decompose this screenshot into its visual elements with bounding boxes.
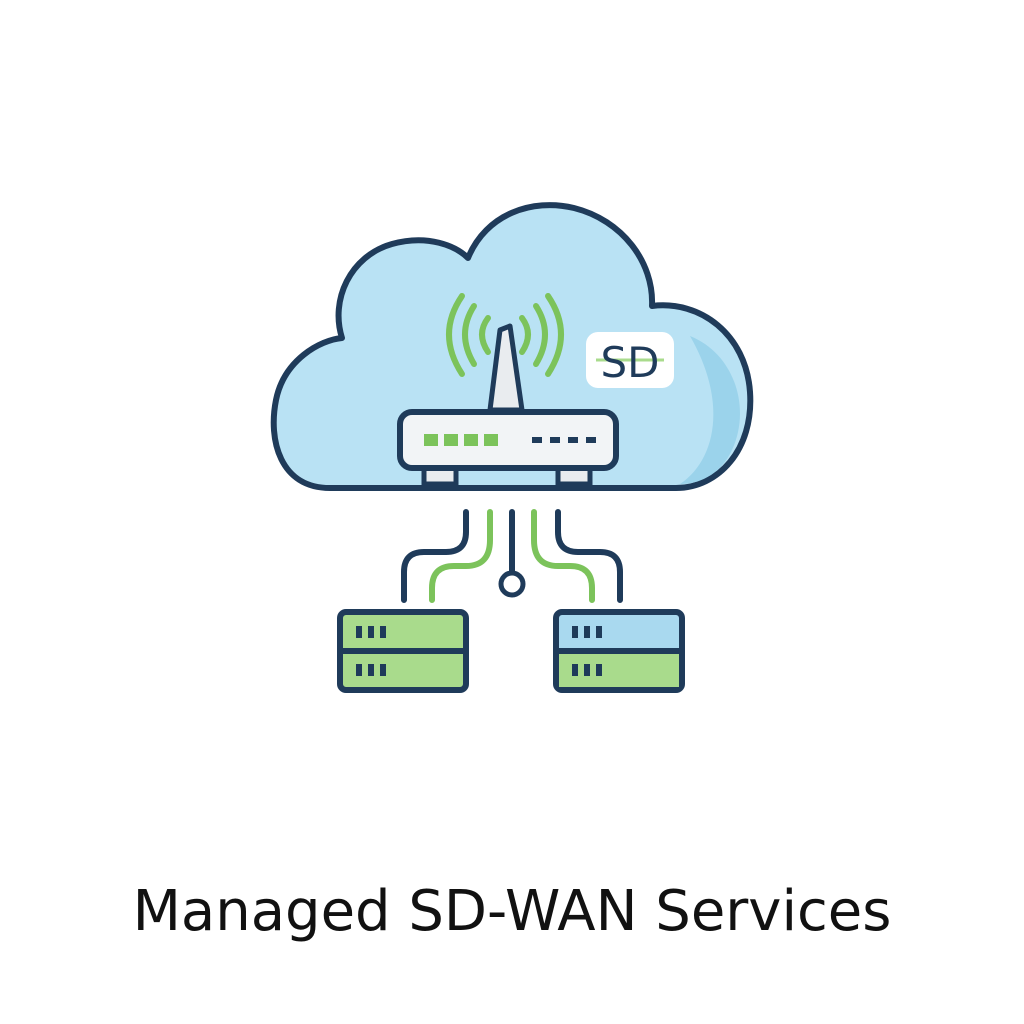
network-links <box>401 509 623 603</box>
router-port <box>586 437 596 443</box>
sd-badge: SD <box>586 332 674 388</box>
wifi-signal-icon <box>446 293 564 377</box>
sd-badge-text: SD <box>600 338 659 387</box>
router-led <box>464 434 478 446</box>
sd-wan-illustration: SD <box>270 202 754 693</box>
server-icon <box>553 609 685 693</box>
router-port <box>568 437 578 443</box>
router-led <box>484 434 498 446</box>
router-led <box>444 434 458 446</box>
router-icon <box>397 323 619 487</box>
router-led <box>424 434 438 446</box>
link-node <box>498 570 526 598</box>
server-icon <box>337 609 469 693</box>
router-body <box>397 409 619 471</box>
router-port <box>550 437 560 443</box>
caption-title: Managed SD-WAN Services <box>132 879 892 944</box>
router-port <box>532 437 542 443</box>
